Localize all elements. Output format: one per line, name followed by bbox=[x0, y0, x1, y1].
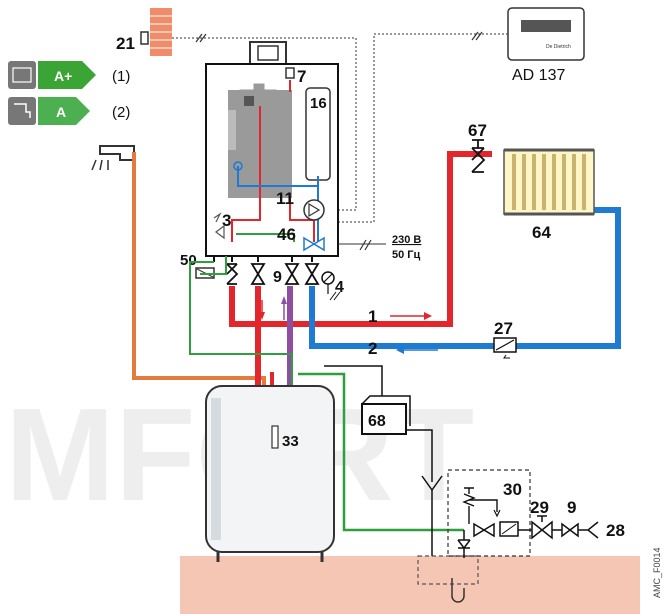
three-way-valve bbox=[303, 236, 325, 252]
cold-water-line-a bbox=[189, 261, 293, 386]
storage-tank: 33 bbox=[205, 385, 335, 562]
tap-icon bbox=[91, 145, 135, 171]
label-28: 28 bbox=[606, 521, 625, 540]
label-68: 68 bbox=[368, 413, 386, 430]
controller-brand: De Dietrich bbox=[546, 44, 571, 50]
label-3: 3 bbox=[222, 211, 231, 230]
safety-group: 30 bbox=[447, 469, 531, 558]
label-50: 50 bbox=[180, 252, 197, 269]
sensor-cable bbox=[172, 37, 357, 211]
label-9b: 9 bbox=[567, 498, 576, 517]
inlet-valves: 29 9 28 bbox=[518, 498, 625, 540]
label-7: 7 bbox=[297, 67, 306, 86]
label-67: 67 bbox=[468, 121, 487, 140]
dhw-note: (2) bbox=[112, 104, 130, 121]
cold-water-line-b bbox=[298, 372, 464, 532]
label-29: 29 bbox=[530, 498, 549, 517]
label-46: 46 bbox=[277, 225, 296, 244]
label-flow-1: 1 bbox=[368, 307, 377, 326]
label-4: 4 bbox=[335, 279, 344, 296]
figure-code: AMC_F0014 bbox=[652, 547, 662, 598]
voltage-label: 230 В bbox=[392, 234, 421, 246]
label-64: 64 bbox=[532, 223, 551, 242]
label-33: 33 bbox=[282, 433, 299, 450]
frequency-label: 50 Гц bbox=[392, 249, 421, 261]
label-11: 11 bbox=[276, 189, 294, 208]
dhw-class: A bbox=[56, 104, 66, 120]
label-27: 27 bbox=[494, 319, 513, 338]
floor bbox=[180, 556, 640, 614]
dhw-pipe bbox=[132, 152, 266, 388]
radiator-valve: 67 bbox=[468, 121, 487, 173]
controller-name: AD 137 bbox=[512, 67, 565, 84]
boiler: 16 7 11 46 3 bbox=[205, 41, 339, 262]
outdoor-sensor: 21 bbox=[116, 8, 172, 56]
label-flow-2: 2 bbox=[368, 339, 377, 358]
cold-water-line-c bbox=[200, 256, 227, 275]
heating-note: (1) bbox=[112, 68, 130, 85]
controller-cable bbox=[334, 33, 508, 223]
energy-label-dhw: A (2) bbox=[8, 97, 130, 125]
neutralisation-box: 68 bbox=[324, 365, 443, 556]
label-16: 16 bbox=[310, 95, 327, 112]
heating-flow-pipe bbox=[229, 151, 492, 327]
energy-label-heating: A+ (1) bbox=[8, 61, 130, 89]
heating-return-pipe bbox=[309, 207, 621, 349]
label-30: 30 bbox=[503, 480, 522, 499]
radiator: 64 bbox=[503, 148, 595, 242]
drain-siphon bbox=[451, 578, 465, 603]
label-21: 21 bbox=[116, 34, 135, 53]
controller-ad137: De Dietrich AD 137 bbox=[507, 7, 585, 84]
heating-class: A+ bbox=[54, 68, 72, 84]
pump bbox=[303, 199, 325, 221]
non-return-valve: 27 bbox=[493, 319, 517, 359]
label-9a: 9 bbox=[273, 269, 282, 286]
drain-pit bbox=[417, 555, 479, 585]
